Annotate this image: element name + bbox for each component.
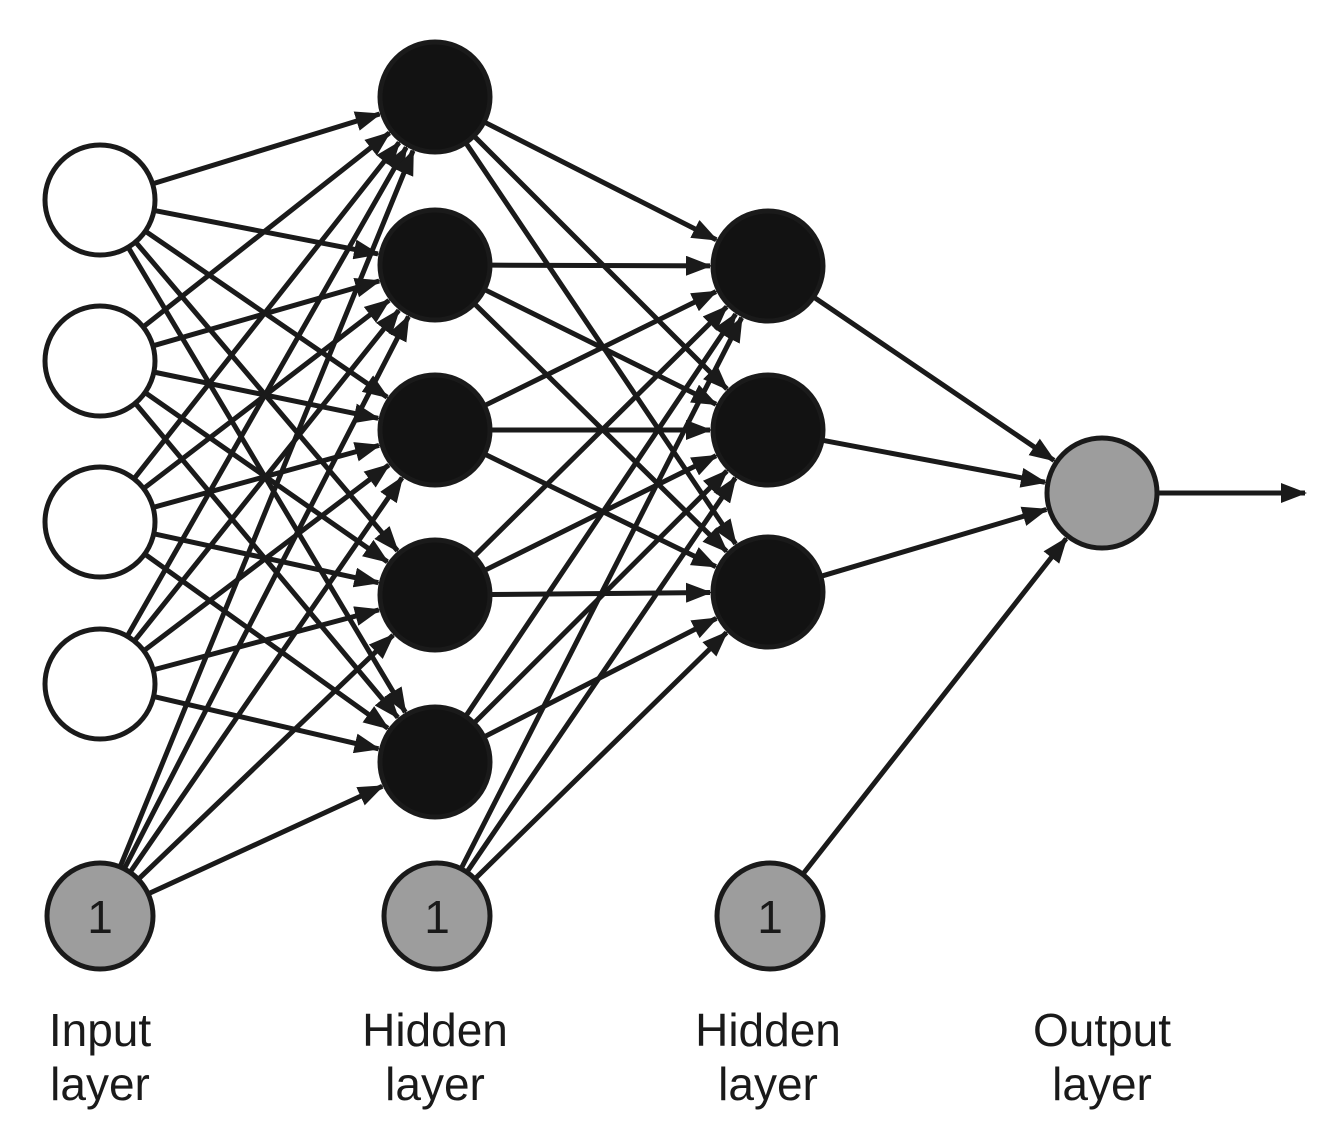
node-out	[1044, 435, 1160, 551]
output-layer-label-line2: layer	[1052, 1058, 1152, 1110]
input-layer-label-line2: layer	[50, 1058, 150, 1110]
node-i1	[42, 142, 158, 258]
node-h1_4	[377, 537, 493, 653]
edge-i_bias-h1_1	[118, 148, 416, 867]
node-h1_1	[377, 39, 493, 155]
node-h1_5	[377, 704, 493, 820]
hidden-layer-2-label-line1: Hidden	[695, 1004, 841, 1056]
edge-h1_5-h2_1	[464, 312, 738, 717]
edge-i_bias-h1_4	[137, 633, 395, 880]
node-h1_bias	[381, 860, 493, 972]
edge-h1_1-h2_3	[464, 142, 738, 546]
edges-layer	[118, 111, 1307, 896]
edge-h1_bias-h2_1	[459, 315, 744, 869]
nodes-layer: 1 1 1	[42, 39, 1160, 972]
edge-i4-h1_2	[133, 308, 401, 642]
edge-h2_1-out	[813, 295, 1056, 463]
edge-h2_bias-out	[801, 537, 1069, 875]
edge-h2_2-out	[823, 438, 1047, 488]
edge-i2-h1_5	[134, 403, 400, 720]
node-h2_2	[710, 372, 826, 488]
edge-h1_1-h2_1	[484, 120, 719, 242]
node-h2_bias	[714, 860, 826, 972]
node-i3	[42, 464, 158, 580]
edge-i1-h1_1	[153, 111, 382, 186]
node-i_bias	[44, 860, 156, 972]
edge-i3-h1_1	[133, 140, 402, 479]
node-i4	[42, 626, 158, 742]
hidden-layer-2-label-line2: layer	[718, 1058, 818, 1110]
node-h2_1	[710, 208, 826, 324]
node-h1_3	[377, 372, 493, 488]
edge-i2-h1_1	[143, 130, 392, 328]
edge-h1_4-h2_1	[473, 304, 729, 557]
edge-h1_3-h2_1	[485, 289, 718, 408]
edge-i4-h1_1	[126, 145, 409, 636]
edge-i4-h1_3	[143, 463, 391, 652]
node-i2	[42, 303, 158, 419]
input-layer-label-line1: Input	[49, 1004, 152, 1056]
node-h2_bias-label: 1	[757, 891, 783, 943]
node-i_bias-label: 1	[87, 891, 113, 943]
hidden-layer-1-label-line2: layer	[385, 1058, 485, 1110]
edge-h1_bias-h2_2	[465, 476, 738, 872]
edge-i4-h1_5	[154, 694, 381, 754]
edge-h2_3-out	[821, 506, 1049, 579]
edge-i_bias-h1_2	[122, 314, 411, 869]
edge-i4-h1_4	[154, 606, 381, 672]
edge-h1_2-h2_1	[491, 255, 713, 276]
hidden-layer-1-label-line1: Hidden	[362, 1004, 508, 1056]
node-h2_3	[710, 534, 826, 650]
layer-labels: Input layer Hidden layer Hidden layer Ou…	[49, 1004, 1171, 1110]
edge-h1_bias-h2_3	[474, 630, 729, 880]
node-h1_bias-label: 1	[424, 891, 450, 943]
edge-i_bias-h1_5	[148, 783, 385, 896]
node-h1_2	[377, 207, 493, 323]
output-layer-label-line1: Output	[1033, 1004, 1171, 1056]
edge-i_bias-h1_3	[129, 476, 405, 873]
